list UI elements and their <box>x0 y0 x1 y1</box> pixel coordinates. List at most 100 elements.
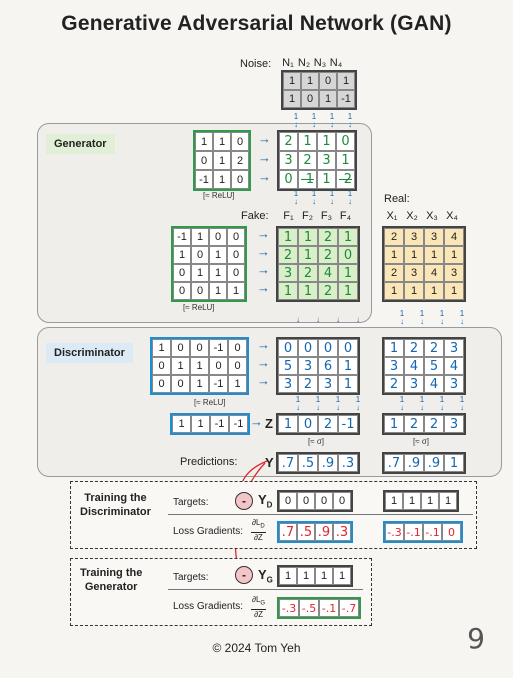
relu-note: [≈ ReLU] <box>194 398 226 407</box>
target-cell: 0 <box>315 492 333 510</box>
fake-cell: 3 <box>278 264 298 282</box>
weight-cell: -1 <box>195 170 213 189</box>
hidden-cell: 1 <box>317 170 336 189</box>
noise-cell: 1 <box>337 72 355 90</box>
target-cell: 1 <box>439 492 457 510</box>
real-label: Real: <box>384 193 410 205</box>
gradient-cell: .9 <box>315 523 333 541</box>
hidden-cell: 2 <box>298 375 318 393</box>
weight-cell: -1 <box>229 415 248 433</box>
hidden-cell: 3 <box>444 339 464 357</box>
hidden-cell: 6 <box>318 357 338 375</box>
bias-arrows: 1↓1↓1↓1↓ <box>295 395 361 412</box>
real-cell: 1 <box>404 246 424 264</box>
divider <box>168 589 363 590</box>
real-cell: 2 <box>384 228 404 246</box>
fake-cell: 2 <box>318 246 338 264</box>
hidden-cell: 3 <box>279 151 298 170</box>
weight-cell: 0 <box>171 339 190 357</box>
weight-cell: 1 <box>213 132 231 151</box>
train-generator-title-line: Training the <box>80 567 143 579</box>
weight-cell: 1 <box>227 282 245 300</box>
targets-label: Targets: <box>173 497 209 508</box>
weight-cell: 0 <box>152 357 171 375</box>
hidden-cell: 0 <box>279 170 298 189</box>
derivative-denominator: ∂Z <box>253 532 263 542</box>
prediction-cell: .7 <box>278 454 298 472</box>
weight-cell: 1 <box>171 357 190 375</box>
real-cell: 2 <box>384 264 404 282</box>
target-cell: 1 <box>385 492 403 510</box>
sigma-note: [≈ σ] <box>308 437 324 446</box>
fake-cell: 1 <box>338 282 358 300</box>
relu-note: [≈ ReLU] <box>203 191 235 200</box>
real-cell: 3 <box>424 228 444 246</box>
discriminator-tag: Discriminator <box>46 343 133 363</box>
hidden-cell: 5 <box>424 357 444 375</box>
hidden-cell: 4 <box>444 357 464 375</box>
target-cell: 1 <box>279 567 297 585</box>
z-cell: 2 <box>404 415 424 433</box>
fake-cell: 1 <box>338 228 358 246</box>
gradient-cell: -.5 <box>299 599 319 617</box>
target-cell: 1 <box>333 567 351 585</box>
derivative-numerator-symbol: ∂L <box>252 518 261 527</box>
weight-cell: 0 <box>191 246 209 264</box>
fake-cell: 2 <box>298 264 318 282</box>
gradient-cell: .5 <box>297 523 315 541</box>
real-cell: 3 <box>404 264 424 282</box>
prediction-cell: .9 <box>404 454 424 472</box>
hidden-cell: 1 <box>298 132 317 151</box>
generator-gradients: -.3-.5-.1-.7 <box>277 597 361 619</box>
weight-cell: -1 <box>209 375 228 393</box>
weight-cell: 1 <box>191 228 209 246</box>
hidden-cell: 3 <box>317 151 336 170</box>
predictions-fake: .7.5.9.3 <box>276 452 360 474</box>
hidden-cell: 0 <box>298 339 318 357</box>
weight-cell: 0 <box>152 375 171 393</box>
train-discriminator-title-line: Discriminator <box>80 506 151 518</box>
target-cell: 1 <box>403 492 421 510</box>
yg-subscript: G <box>266 575 273 585</box>
weight-cell: 1 <box>172 415 191 433</box>
arrow-icon: → <box>257 337 270 352</box>
arrow-icon: → <box>257 373 270 388</box>
real-cell: 1 <box>444 246 464 264</box>
derivative-numerator-symbol: ∂L <box>252 595 261 604</box>
noise-cell: 0 <box>301 90 319 108</box>
weight-cell: 1 <box>228 375 247 393</box>
real-header: X₁ <box>386 210 398 222</box>
weight-cell: 0 <box>191 282 209 300</box>
page-title: Generative Adversarial Network (GAN) <box>61 12 452 35</box>
prediction-cell: .3 <box>338 454 358 472</box>
weight-cell: 1 <box>191 415 210 433</box>
z-cell: 2 <box>424 415 444 433</box>
noise-header: N₃ <box>313 57 327 69</box>
gradient-cell: .3 <box>333 523 351 541</box>
noise-cell: 1 <box>283 90 301 108</box>
bias-arrows: ↓↓↓↓ <box>296 315 360 324</box>
real-header: X₃ <box>426 210 438 222</box>
fake-header: F₃ <box>320 210 333 222</box>
gradient-cell: -.1 <box>404 523 423 541</box>
prediction-cell: 1 <box>444 454 464 472</box>
weight-cell: 0 <box>228 357 247 375</box>
target-cell: 1 <box>421 492 439 510</box>
hidden-cell: 0 <box>278 339 298 357</box>
z-label: Z <box>265 416 273 431</box>
weight-cell: 1 <box>209 246 227 264</box>
fake-cell: 4 <box>318 264 338 282</box>
arrow-icon: → <box>257 226 270 241</box>
hidden-cell-crossed: -1 <box>298 170 317 189</box>
z-cell: 0 <box>298 415 318 433</box>
bias-arrows: 1↓1↓1↓1↓ <box>293 112 353 129</box>
fake-cell: 1 <box>298 246 318 264</box>
noise-cell: -1 <box>337 90 355 108</box>
derivative-numerator-subscript: G <box>260 600 266 607</box>
fake-cell: 0 <box>338 246 358 264</box>
